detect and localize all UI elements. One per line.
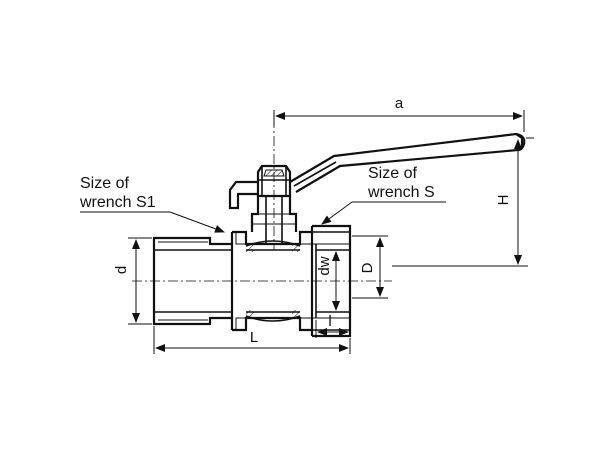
valve-stem-and-handle <box>228 132 526 244</box>
wrench-s-line2: wrench S <box>367 184 435 201</box>
wrench-s1-line1: Size of <box>80 175 129 192</box>
callout-wrench-s1: Size of wrench S1 <box>79 175 225 233</box>
dim-label-d: d <box>113 266 130 274</box>
dimension-H: H <box>392 137 534 267</box>
center-lines <box>132 118 392 282</box>
dim-label-l: l <box>328 313 331 330</box>
dimension-d: d <box>113 237 152 325</box>
dimension-l: l <box>315 313 349 338</box>
dim-label-a: a <box>395 95 404 112</box>
wrench-s-line1: Size of <box>368 165 417 182</box>
dimension-dw: dw <box>316 251 340 311</box>
dimension-D: D <box>352 235 388 299</box>
dim-label-D: D <box>359 262 376 273</box>
dimension-a: a <box>273 95 525 132</box>
dim-label-H: H <box>495 195 512 206</box>
dimension-L: L <box>153 326 351 354</box>
wrench-s1-line2: wrench S1 <box>79 194 156 211</box>
callout-wrench-s: Size of wrench S <box>321 165 446 225</box>
dim-label-dw: dw <box>316 256 333 275</box>
dim-label-L: L <box>250 329 258 346</box>
